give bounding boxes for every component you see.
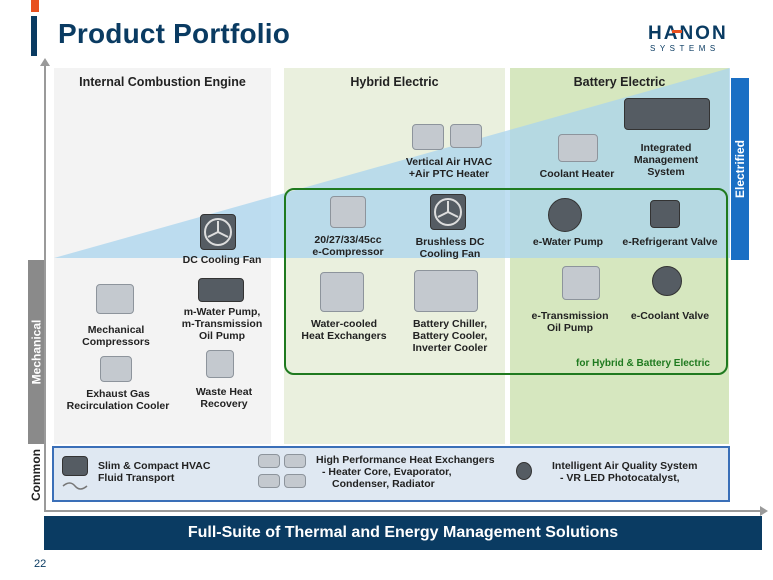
electrified-side-label: Electrified [731, 78, 749, 260]
itms-image [624, 98, 710, 130]
heat-exchanger-image-2 [284, 454, 306, 468]
battery-chiller-image [414, 270, 478, 312]
air-quality-label: Intelligent Air Quality System - VR LED … [552, 460, 698, 484]
common-components-box [52, 446, 730, 502]
e-water-pump-label: e-Water Pump [532, 236, 604, 248]
heat-exchanger-image-3 [258, 474, 280, 488]
logo-main-text: HANON [648, 23, 728, 44]
bottom-banner: Full-Suite of Thermal and Energy Managem… [44, 516, 762, 550]
heat-exchangers-label: High Performance Heat Exchangers - Heate… [316, 454, 495, 490]
ptc-heater-image [450, 124, 482, 148]
hybrid-battery-group-label: for Hybrid & Battery Electric [576, 358, 710, 369]
e-refrigerant-valve-label: e-Refrigerant Valve [622, 236, 718, 248]
horizontal-axis [44, 510, 764, 512]
vertical-hvac-label: Vertical Air HVAC +Air PTC Heater [405, 156, 493, 180]
fluid-transport-image [62, 480, 88, 492]
water-pump-label: m-Water Pump, m-Transmission Oil Pump [181, 306, 263, 342]
e-transmission-pump-label: e-Transmission Oil Pump [531, 310, 609, 334]
coolant-heater-label: Coolant Heater [539, 168, 615, 180]
e-compressor-label: 20/27/33/45cc e-Compressor [312, 234, 384, 258]
water-cooled-hx-image [320, 272, 364, 312]
e-compressor-image [330, 196, 366, 228]
e-coolant-valve-image [652, 266, 682, 296]
vertical-hvac-image [412, 124, 444, 150]
hvac-image [62, 456, 88, 476]
egr-cooler-image [100, 356, 132, 382]
logo-sub-text: SYSTEMS [650, 44, 720, 53]
e-transmission-pump-image [562, 266, 600, 300]
accent-square [31, 0, 39, 12]
brushless-fan-label: Brushless DC Cooling Fan [415, 236, 485, 260]
itms-label: Integrated Management System [633, 142, 699, 178]
waste-heat-recovery-label: Waste Heat Recovery [195, 386, 253, 410]
coolant-heater-image [558, 134, 598, 162]
page-number: 22 [34, 558, 47, 570]
hvac-fluid-label: Slim & Compact HVAC Fluid Transport [98, 460, 211, 484]
air-quality-sensor-image [516, 462, 532, 480]
water-pump-image [198, 278, 244, 302]
mechanical-compressor-image [96, 284, 134, 314]
dc-cooling-fan-label: DC Cooling Fan [182, 254, 262, 266]
ice-column-header: Internal Combustion Engine [79, 75, 246, 89]
vertical-axis [44, 64, 46, 512]
water-cooled-hx-label: Water-cooled Heat Exchangers [301, 318, 387, 342]
brushless-fan-image [430, 194, 466, 230]
mechanical-side-label: Mechanical [28, 260, 44, 444]
logo-accent-icon [672, 30, 682, 33]
arrow-up-icon [40, 58, 50, 66]
company-logo: HANON SYSTEMS [648, 24, 748, 58]
mechanical-compressors-label: Mechanical Compressors [82, 324, 150, 348]
e-coolant-valve-label: e-Coolant Valve [630, 310, 710, 322]
battery-column-header: Battery Electric [573, 75, 666, 89]
title-accent-bar [31, 16, 37, 56]
egr-cooler-label: Exhaust Gas Recirculation Cooler [66, 388, 170, 412]
e-water-pump-image [548, 198, 582, 232]
heat-exchanger-image-4 [284, 474, 306, 488]
common-side-label: Common [28, 446, 44, 504]
hybrid-battery-group-box [284, 188, 728, 375]
arrow-right-icon [760, 506, 768, 516]
hybrid-column-header: Hybrid Electric [350, 75, 439, 89]
page-title: Product Portfolio [58, 18, 291, 49]
battery-chiller-label: Battery Chiller, Battery Cooler, Inverte… [412, 318, 488, 354]
waste-heat-recovery-image [206, 350, 234, 378]
e-refrigerant-valve-image [650, 200, 680, 228]
heat-exchanger-image-1 [258, 454, 280, 468]
dc-cooling-fan-image [200, 214, 236, 250]
